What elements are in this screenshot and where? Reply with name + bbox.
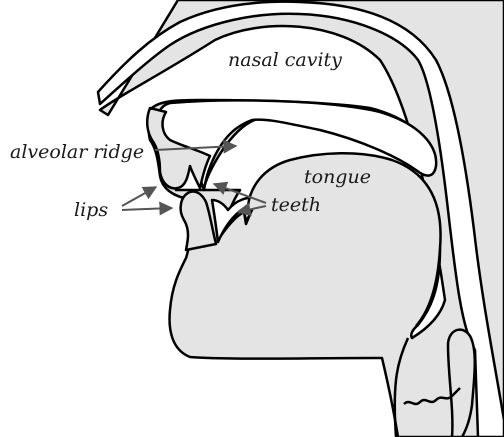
epiglottis-shape (446, 328, 477, 437)
tongue-shape (246, 151, 442, 327)
lips-arrow-lower (121, 201, 174, 216)
alveolar-ridge-label: alveolar ridge (10, 141, 144, 163)
nasal-cavity-label: nasal cavity (228, 49, 342, 71)
lower-lip-shape (179, 190, 218, 252)
alveolar-ridge-arrow (154, 139, 238, 154)
teeth-arrow-upper (212, 181, 267, 204)
teeth-arrow-lower (236, 202, 267, 217)
pharynx-line (393, 337, 410, 437)
vocal-folds-line (403, 387, 461, 406)
tongue-label: tongue (304, 166, 371, 188)
teeth-label: teeth (271, 194, 321, 216)
lips-arrow-upper (121, 186, 158, 207)
lips-label: lips (74, 199, 108, 221)
